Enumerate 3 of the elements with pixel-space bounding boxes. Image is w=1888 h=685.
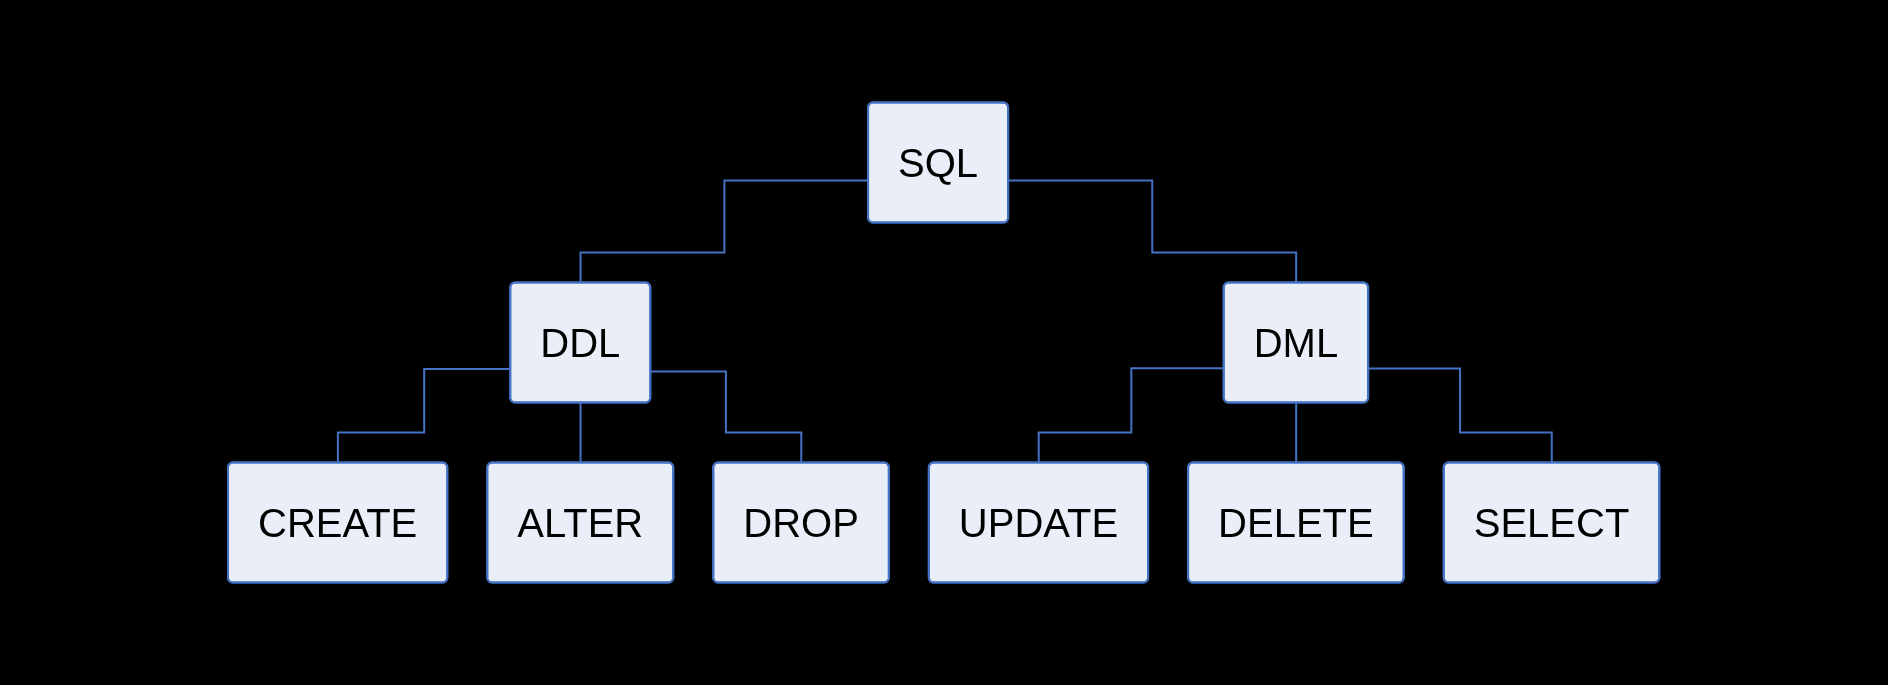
connector: [579, 402, 583, 464]
connector: [1295, 402, 1298, 464]
connector: [650, 370, 803, 464]
